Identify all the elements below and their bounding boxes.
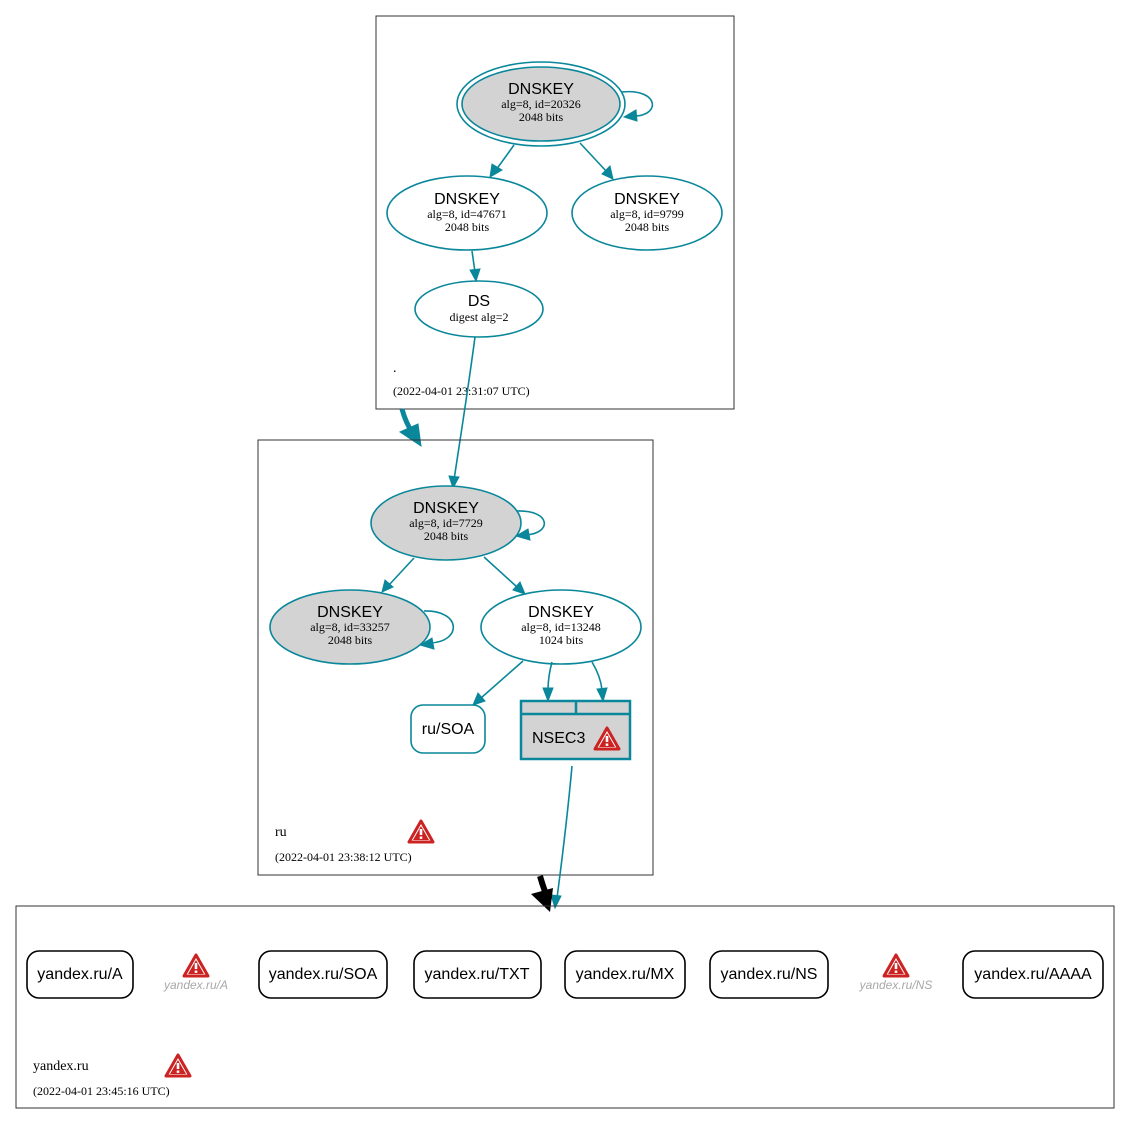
- edge-nsec3-yandex: [556, 765, 573, 899]
- zone-yandex-label: yandex.ru: [33, 1059, 89, 1074]
- ru-ksk2-size: 2048 bits: [328, 633, 373, 647]
- root-ksk-node[interactable]: DNSKEY alg=8, id=20326 2048 bits: [456, 61, 626, 147]
- edge-zsk1-ds: [471, 250, 476, 273]
- root-ksk-size: 2048 bits: [519, 110, 564, 124]
- root-zsk2-title: DNSKEY: [614, 191, 680, 208]
- ru-ksk2-params: alg=8, id=33257: [310, 620, 390, 634]
- ru-ksk-params: alg=8, id=7729: [409, 516, 483, 530]
- edge-ds-ruksk: [453, 336, 476, 481]
- record-label: yandex.ru/SOA: [269, 966, 378, 983]
- ru-nsec3-node[interactable]: NSEC3: [519, 699, 632, 761]
- ru-nsec3-label: NSEC3: [532, 730, 585, 747]
- root-ksk-title: DNSKEY: [508, 81, 574, 98]
- warning-triangle-icon: [164, 1053, 192, 1078]
- root-zsk2-node[interactable]: DNSKEY alg=8, id=9799 2048 bits: [571, 175, 723, 251]
- warning-triangle-icon: [182, 953, 210, 978]
- record-yandex-a[interactable]: yandex.ru/A: [26, 950, 134, 999]
- delegation-root-ru-arrow: [398, 423, 422, 448]
- arrow-ds-ruksk: [448, 475, 460, 490]
- root-zsk2-size: 2048 bits: [625, 220, 670, 234]
- record-label: yandex.ru/TXT: [425, 966, 530, 983]
- zone-yandex-box: [15, 905, 1115, 1109]
- zone-ru-label: ru: [275, 825, 287, 840]
- edge-rootksk-zsk2: [579, 142, 608, 173]
- delegation-ru-yandex-arrow: [531, 888, 553, 912]
- record-label: yandex.ru/NS: [721, 966, 818, 983]
- zone-root: . (2022-04-01 23:31:07 UTC): [375, 15, 735, 410]
- ru-zsk-node[interactable]: DNSKEY alg=8, id=13248 1024 bits: [480, 589, 642, 665]
- ru-zsk-title: DNSKEY: [528, 604, 594, 621]
- arrow-rootksk-zsk1: [489, 163, 503, 178]
- root-zsk1-title: DNSKEY: [434, 191, 500, 208]
- zone-ru: ru (2022-04-01 23:38:12 UTC): [257, 439, 654, 876]
- ru-ksk-selfsign-edge: [516, 510, 546, 536]
- ru-ksk2-node[interactable]: DNSKEY alg=8, id=33257 2048 bits: [269, 589, 431, 665]
- ru-ksk2-title: DNSKEY: [317, 604, 383, 621]
- arrow-zsk1-ds: [469, 268, 481, 283]
- root-zsk1-params: alg=8, id=47671: [427, 207, 507, 221]
- zone-ru-timestamp: (2022-04-01 23:38:12 UTC): [275, 850, 412, 864]
- ru-zsk-params: alg=8, id=13248: [521, 620, 601, 634]
- edge-rootksk-zsk1: [495, 144, 515, 171]
- ru-ds-node[interactable]: DS digest alg=2: [414, 280, 544, 338]
- edge-ruksk-zsk: [483, 556, 518, 588]
- ru-soa-node[interactable]: ru/SOA: [410, 704, 486, 754]
- arrow-ruksk-ksk2: [381, 579, 394, 593]
- arrow-ruzsk-nsec3-b: [596, 687, 608, 703]
- arrow-ruksk-zsk: [512, 581, 526, 595]
- root-zsk1-size: 2048 bits: [445, 220, 490, 234]
- root-ksk-selfsign-arrow: [622, 109, 638, 122]
- root-ksk-selfsign-edge: [621, 90, 654, 117]
- ru-ksk2-selfsign-edge: [423, 610, 455, 644]
- record-yandex-ns[interactable]: yandex.ru/NS: [709, 950, 829, 999]
- edge-ruksk-ksk2: [388, 557, 415, 586]
- record-yandex-a-missing[interactable]: yandex.ru/A: [163, 953, 228, 992]
- warning-triangle-icon: [407, 819, 435, 844]
- zone-ru-box: [257, 439, 654, 876]
- edge-ruzsk-nsec3-b: [591, 661, 603, 691]
- arrow-ruzsk-soa: [472, 692, 486, 706]
- zone-root-box: [375, 15, 735, 410]
- record-ghost-label: yandex.ru/A: [163, 978, 228, 992]
- arrow-ruzsk-nsec3-a: [542, 687, 554, 703]
- root-zsk1-node[interactable]: DNSKEY alg=8, id=47671 2048 bits: [386, 175, 548, 251]
- ru-zsk-size: 1024 bits: [539, 633, 584, 647]
- ru-ksk-size: 2048 bits: [424, 529, 469, 543]
- ru-ksk-node[interactable]: DNSKEY alg=8, id=7729 2048 bits: [370, 485, 522, 561]
- edge-ruzsk-nsec3-a: [547, 661, 553, 691]
- warning-triangle-icon: [882, 953, 910, 978]
- ru-ksk-selfsign-arrow: [514, 528, 531, 541]
- ru-ksk2-selfsign-arrow: [418, 637, 435, 650]
- record-ghost-label: yandex.ru/NS: [859, 978, 933, 992]
- root-zsk2-params: alg=8, id=9799: [610, 207, 684, 221]
- record-yandex-txt[interactable]: yandex.ru/TXT: [413, 950, 542, 999]
- root-ksk-params: alg=8, id=20326: [501, 97, 581, 111]
- record-label: yandex.ru/MX: [576, 966, 675, 983]
- arrow-rootksk-zsk2: [601, 165, 614, 180]
- record-label: yandex.ru/AAAA: [974, 966, 1092, 983]
- ru-ds-params: digest alg=2: [449, 310, 508, 324]
- ru-ds-title: DS: [468, 293, 490, 310]
- record-yandex-aaaa[interactable]: yandex.ru/AAAA: [962, 950, 1104, 999]
- zone-root-label: .: [393, 361, 397, 376]
- record-yandex-mx[interactable]: yandex.ru/MX: [564, 950, 686, 999]
- edge-ruzsk-soa: [480, 660, 524, 699]
- record-yandex-ns-missing[interactable]: yandex.ru/NS: [859, 953, 933, 992]
- ru-ksk-title: DNSKEY: [413, 500, 479, 517]
- zone-yandex-timestamp: (2022-04-01 23:45:16 UTC): [33, 1084, 170, 1098]
- zone-root-timestamp: (2022-04-01 23:31:07 UTC): [393, 384, 530, 398]
- arrow-nsec3-yandex: [550, 894, 562, 910]
- zone-yandex: yandex.ru (2022-04-01 23:45:16 UTC): [15, 905, 1115, 1109]
- ru-soa-label: ru/SOA: [422, 721, 475, 738]
- record-label: yandex.ru/A: [37, 966, 123, 983]
- record-yandex-soa[interactable]: yandex.ru/SOA: [258, 950, 388, 999]
